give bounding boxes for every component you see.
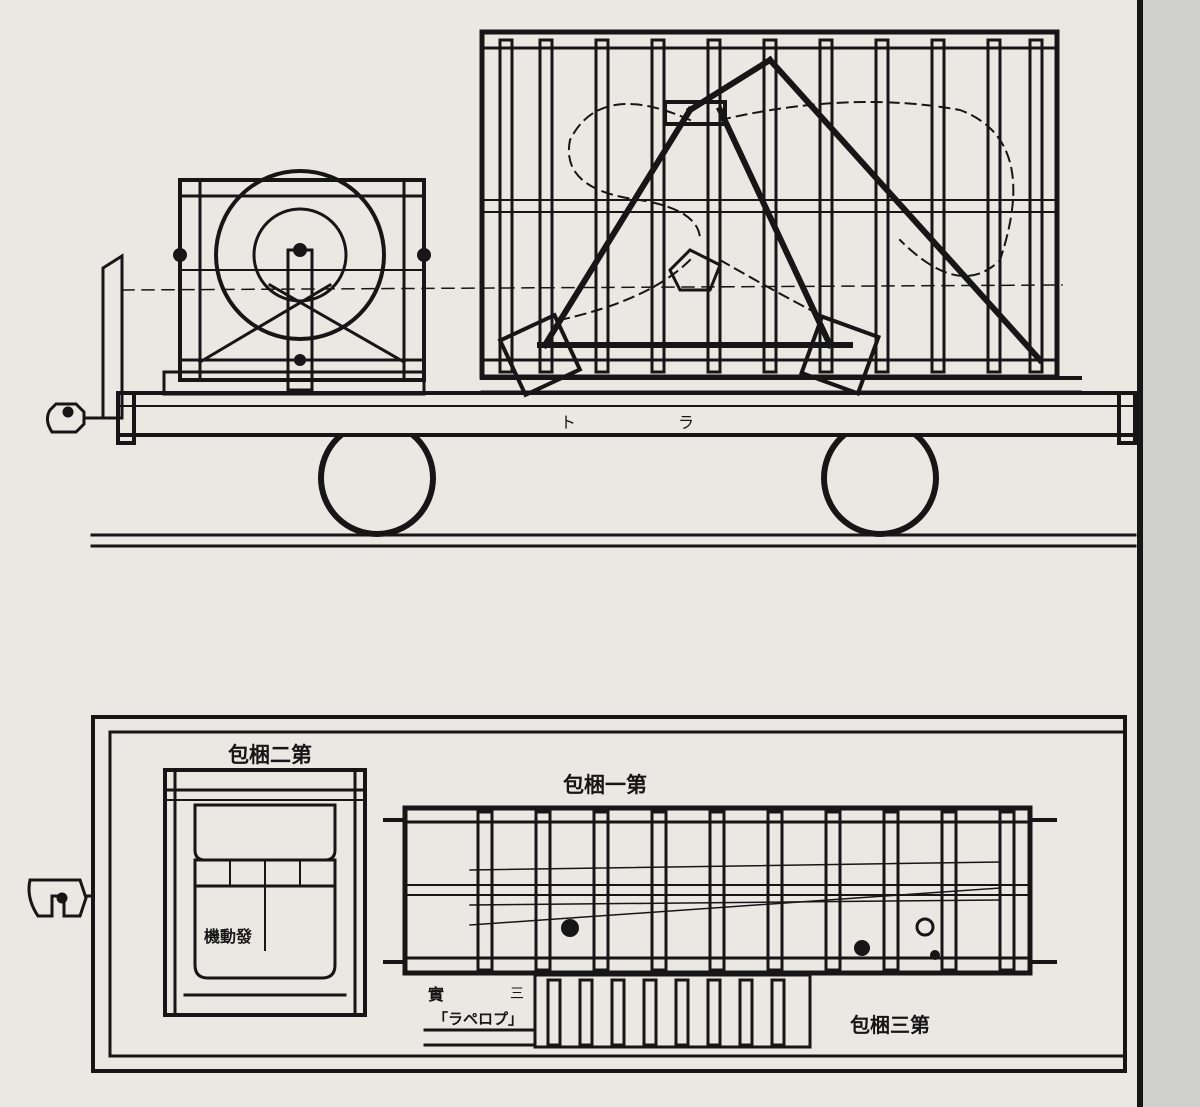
wagon-frame (116, 391, 1137, 445)
plan-view: 包梱二第 機動發 包梱一第 (27, 715, 1127, 1073)
slat (594, 38, 610, 374)
crate-1-plan (383, 805, 1057, 976)
slat (642, 978, 658, 1047)
slat (766, 810, 784, 972)
wheel-rear (821, 419, 939, 537)
crate-1-side (479, 29, 1082, 398)
slat (610, 978, 626, 1047)
plan-frame-inner (108, 730, 1127, 1058)
slat (738, 978, 754, 1047)
slat (674, 978, 690, 1047)
slat (930, 38, 946, 374)
slat (498, 38, 514, 374)
crate-1-plan-slats (476, 810, 1016, 972)
slat (818, 38, 834, 374)
slat (998, 810, 1016, 972)
slat (706, 978, 722, 1047)
crate-2-label: 包梱二第 (228, 743, 312, 767)
slat (650, 38, 666, 374)
slat (538, 38, 554, 374)
slat (534, 810, 552, 972)
crate-1-slats (498, 38, 1044, 374)
slat (578, 978, 594, 1047)
propeller-outline (558, 101, 1015, 322)
crate-3-label: 包梱三第 (850, 1013, 930, 1037)
real-mark: 實 (428, 985, 444, 1004)
propeller-mount (497, 55, 1045, 398)
page-edge-shadow (1140, 0, 1200, 1107)
rail (90, 533, 1137, 548)
wheel-front (318, 419, 436, 537)
crate-2-side (162, 169, 431, 396)
end-plate (101, 253, 124, 420)
side-view: ト ラ (45, 29, 1137, 548)
slat (770, 978, 786, 1047)
propeller-blade-plan (469, 861, 1001, 926)
slat (1028, 38, 1044, 374)
crate-2-plan (163, 768, 367, 1017)
slat (824, 810, 842, 972)
slat (546, 978, 562, 1047)
slat (708, 810, 726, 972)
three-mark: 三 (510, 986, 524, 1002)
wagon-mark-left: ト (560, 413, 576, 432)
center-line (121, 284, 1063, 291)
coupler-plan (27, 878, 95, 918)
crate-3-plan (423, 973, 812, 1049)
engine-label: 機動發 (204, 927, 253, 946)
propeller-label: 「ラペロプ」 (433, 1010, 523, 1028)
slat (986, 38, 1002, 374)
crate-1-label: 包梱一第 (563, 773, 647, 797)
slat (882, 810, 900, 972)
slat (706, 38, 722, 374)
slat (874, 38, 890, 374)
wagon-mark-right: ラ (678, 413, 694, 432)
slat (476, 810, 494, 972)
slat (650, 810, 668, 972)
slat (592, 810, 610, 972)
crate-3-slats (546, 978, 786, 1047)
